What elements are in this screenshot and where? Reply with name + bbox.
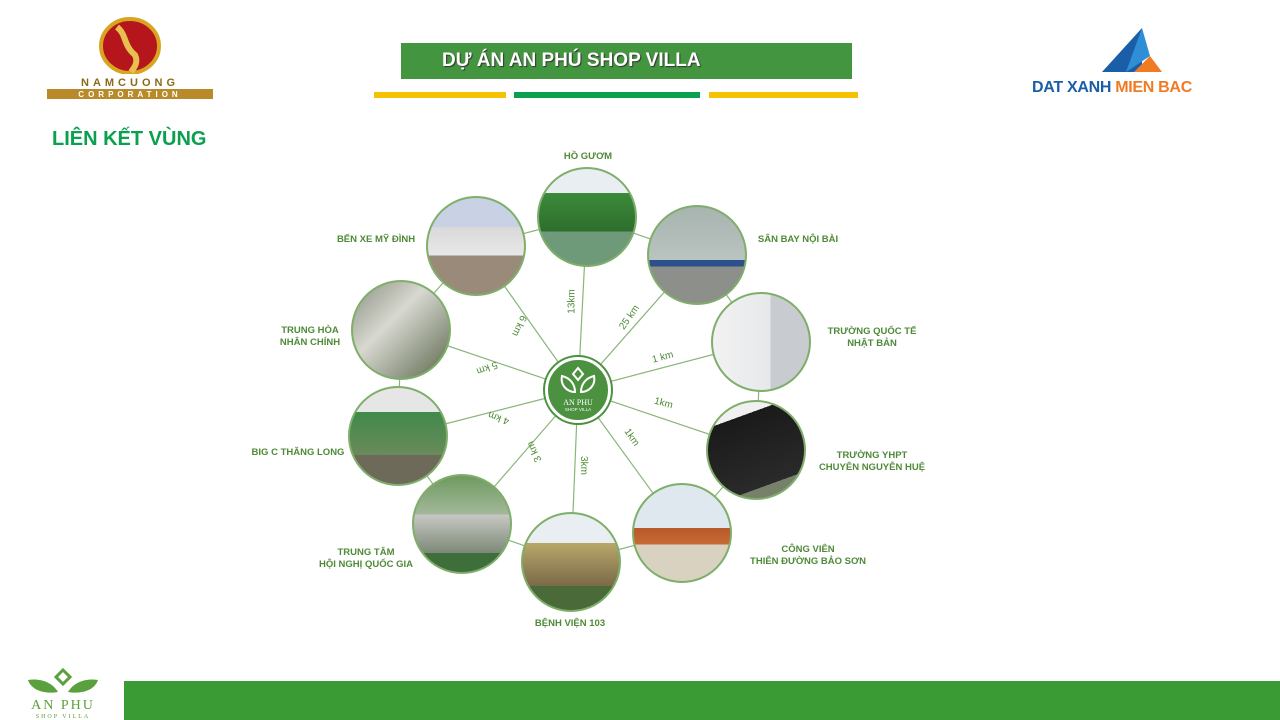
- location-photo: [537, 167, 637, 267]
- location-label: BIG C THĂNG LONG: [251, 447, 345, 458]
- location-photo: [711, 292, 811, 392]
- datxanh-text: DAT XANH MIEN BAC: [1032, 79, 1192, 96]
- datxanh-logo: [1102, 28, 1162, 72]
- location-label: BỆNH VIỆN 103: [534, 618, 606, 629]
- leaf-icon: [560, 366, 596, 394]
- footer-logo: AN PHU SHOP VILLA: [28, 668, 98, 720]
- namcuong-text: NAMCUONG: [81, 77, 179, 89]
- location-photo: [412, 474, 512, 574]
- distance-label: 3km: [577, 456, 589, 475]
- namcuong-logo: NAMCUONG CORPORATION: [47, 17, 213, 99]
- hub-sub: SHOP VILLA: [564, 407, 592, 412]
- footer-bar: [124, 681, 1280, 720]
- divider-yellow-right: [709, 92, 858, 98]
- page-title: DỰ ÁN AN PHÚ SHOP VILLA: [401, 43, 852, 79]
- divider-green: [514, 92, 700, 98]
- hub-name: AN PHU: [563, 398, 593, 407]
- location-photo: [351, 280, 451, 380]
- location-photo: [426, 196, 526, 296]
- svg-text:SHOP VILLA: SHOP VILLA: [36, 714, 91, 720]
- hub-logo: AN PHU SHOP VILLA: [545, 357, 611, 423]
- location-label: SÂN BAY NỘI BÀI: [757, 234, 839, 245]
- location-photo: [647, 205, 747, 305]
- location-photo: [348, 386, 448, 486]
- location-label: BẾN XE MỸ ĐÌNH: [336, 234, 416, 245]
- location-photo: [706, 400, 806, 500]
- location-photo: [632, 483, 732, 583]
- location-photo: [521, 512, 621, 612]
- corporation-text: CORPORATION: [78, 90, 181, 99]
- distance-label: 13km: [566, 289, 578, 314]
- divider-yellow-left: [374, 92, 506, 98]
- svg-text:AN PHU: AN PHU: [31, 698, 95, 713]
- section-title: LIÊN KẾT VÙNG: [52, 128, 207, 150]
- location-label: HỒ GƯƠM: [563, 151, 613, 162]
